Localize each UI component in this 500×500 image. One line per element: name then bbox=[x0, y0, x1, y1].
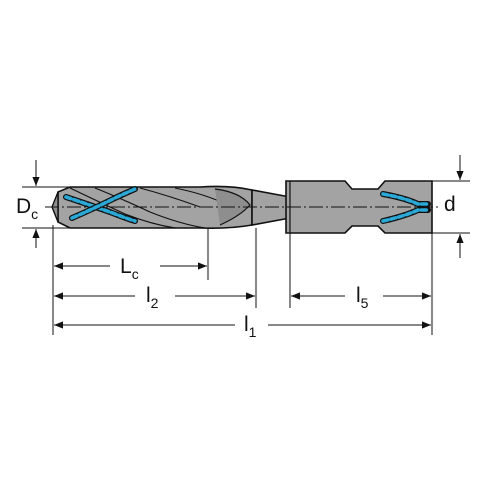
flute-line bbox=[69, 187, 176, 229]
coolant-channel bbox=[64, 195, 137, 223]
coolant-channel bbox=[381, 208, 430, 223]
extension-lines bbox=[52, 225, 433, 335]
drill-neck bbox=[251, 189, 291, 226]
label-lc: Lc bbox=[120, 255, 139, 282]
label-d: d bbox=[444, 193, 456, 216]
label-l2: l2 bbox=[146, 284, 159, 311]
coolant-channel bbox=[70, 187, 137, 220]
flute-line bbox=[139, 187, 201, 208]
dim-dc bbox=[22, 160, 70, 248]
label-dc: Dc bbox=[16, 195, 39, 222]
coolant-channels bbox=[63, 186, 431, 224]
label-l5: l5 bbox=[356, 284, 369, 311]
coolant-channel bbox=[381, 192, 430, 206]
dim-d bbox=[432, 155, 470, 258]
label-l1: l1 bbox=[244, 313, 257, 340]
flute-line bbox=[94, 187, 206, 229]
